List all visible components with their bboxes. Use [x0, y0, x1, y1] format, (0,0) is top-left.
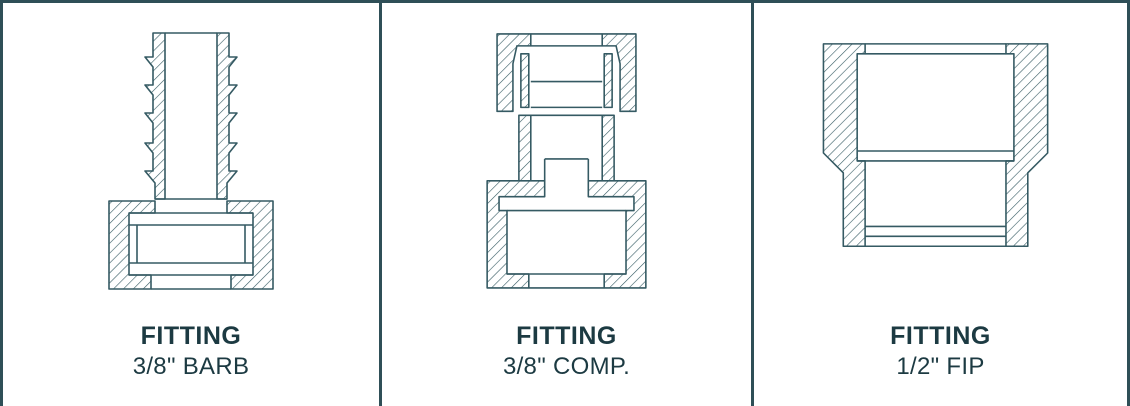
barb-fitting-icon: [108, 32, 274, 290]
compression-subtitle: 3/8" COMP.: [502, 353, 631, 380]
compression-fitting-icon: [486, 33, 647, 289]
compression-title: FITTING: [516, 322, 617, 350]
panel-fip-fitting: FITTING 1/2" FIP: [751, 3, 1127, 406]
compression-caption: FITTING 3/8" COMP.: [382, 321, 751, 383]
fip-subtitle: 1/2" FIP: [896, 353, 985, 380]
fip-fitting-icon: [822, 43, 1049, 248]
panel-compression-fitting: FITTING 3/8" COMP.: [379, 3, 751, 406]
barb-title: FITTING: [140, 322, 242, 350]
barb-subtitle: 3/8" BARB: [132, 353, 250, 380]
panel-barb-fitting: FITTING 3/8" BARB: [3, 3, 379, 406]
barb-caption: FITTING 3/8" BARB: [3, 321, 379, 383]
fip-caption: FITTING 1/2" FIP: [754, 321, 1127, 383]
fip-title: FITTING: [890, 322, 991, 350]
